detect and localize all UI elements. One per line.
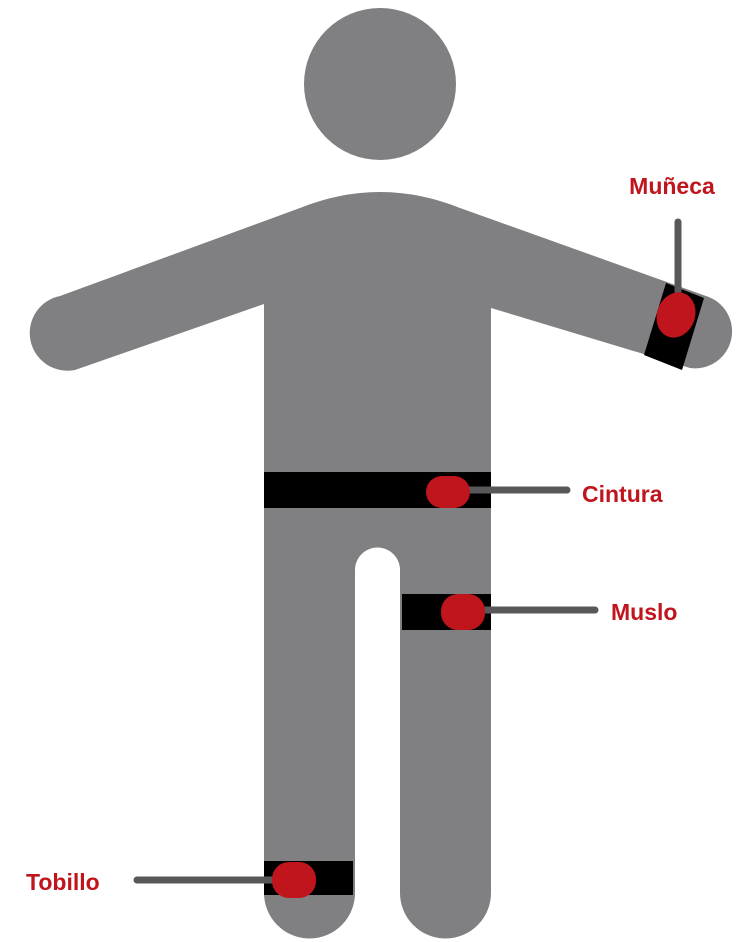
head: [304, 8, 456, 160]
torso-and-arms: [30, 192, 732, 520]
wrist-label: Muñeca: [629, 173, 715, 199]
right-leg: [400, 500, 491, 939]
ankle-label: Tobillo: [26, 869, 100, 895]
waist-label: Cintura: [582, 481, 663, 507]
crotch-fill: [355, 500, 400, 570]
waist-sensor: [426, 476, 470, 508]
ankle-sensor: [272, 862, 316, 898]
thigh-sensor: [441, 594, 485, 630]
thigh-label: Muslo: [611, 599, 677, 625]
